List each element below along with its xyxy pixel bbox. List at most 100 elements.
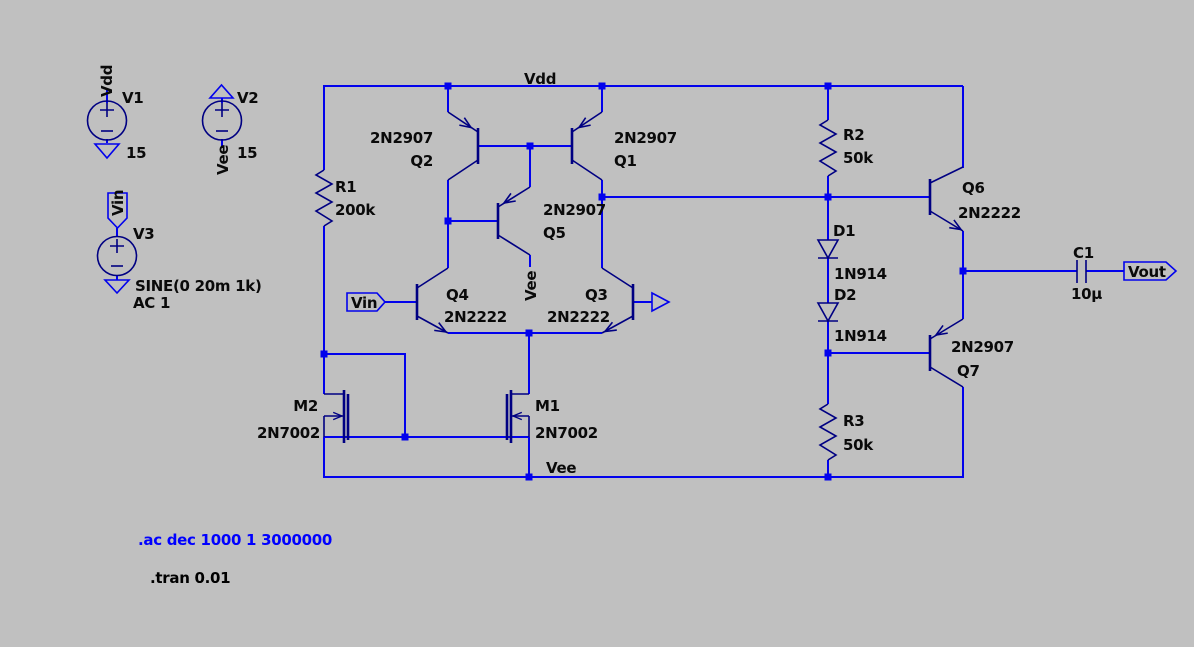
- v3-body: [96, 235, 138, 277]
- diode-d2[interactable]: D2 1N914: [816, 286, 887, 345]
- transistor-q4[interactable]: Q4 2N2222: [415, 267, 507, 337]
- d1-value-label[interactable]: 1N914: [834, 265, 887, 283]
- r2-value-label[interactable]: 50k: [843, 149, 875, 167]
- r2-ref-label[interactable]: R2: [843, 126, 865, 144]
- transistor-q2[interactable]: 2N2907 Q2: [370, 111, 480, 181]
- q1-ref-label[interactable]: Q1: [614, 152, 637, 170]
- v1-body: [86, 100, 128, 141]
- q1-value-label[interactable]: 2N2907: [614, 129, 677, 147]
- q4-collector-emitter: [416, 267, 449, 334]
- q2-ref-label[interactable]: Q2: [410, 152, 433, 170]
- c1-ref-label[interactable]: C1: [1073, 244, 1094, 262]
- v2-value-label[interactable]: 15: [237, 144, 258, 162]
- q6-value-label[interactable]: 2N2222: [958, 204, 1021, 222]
- q5-collector-net-label[interactable]: Vee: [522, 271, 540, 301]
- q3-ref-label[interactable]: Q3: [585, 286, 608, 304]
- q7-value-label[interactable]: 2N2907: [951, 338, 1014, 356]
- transistor-q6[interactable]: Q6 2N2222: [928, 166, 1021, 235]
- transistor-q7[interactable]: 2N2907 Q7: [928, 318, 1014, 388]
- resistor-r1[interactable]: R1 200k: [314, 169, 377, 227]
- q7-ref-label[interactable]: Q7: [957, 362, 980, 380]
- q1-collector-emitter: [571, 111, 603, 181]
- junction-dot: [824, 349, 832, 357]
- voltage-source-v1[interactable]: Vdd V1 15: [86, 65, 147, 162]
- v1-plus-icon: [100, 103, 114, 117]
- junction-dot: [444, 82, 452, 90]
- d1-ref-label[interactable]: D1: [833, 222, 856, 240]
- d2-triangle: [816, 302, 840, 323]
- v3-vin-net-flag[interactable]: [107, 192, 128, 230]
- q2-collector-emitter: [447, 111, 479, 181]
- junction-dot: [320, 350, 328, 358]
- vee-rail-label[interactable]: Vee: [546, 459, 577, 477]
- voltage-source-v2[interactable]: Vee V2 15: [201, 83, 259, 175]
- v3-ground-icon: [103, 279, 131, 295]
- r3-zigzag: [818, 403, 838, 461]
- q6-ref-label[interactable]: Q6: [962, 179, 985, 197]
- junction-dot: [959, 267, 967, 275]
- v2-plus-icon: [215, 103, 229, 117]
- d1-triangle: [816, 239, 840, 260]
- voltage-source-v3[interactable]: Vin V3 SINE(0 20m 1k) AC 1: [96, 190, 262, 312]
- transistor-q3[interactable]: Q3 2N2222: [547, 267, 671, 337]
- resistor-r3[interactable]: R3 50k: [818, 403, 875, 461]
- v3-ref-label[interactable]: V3: [133, 225, 155, 243]
- q3-base-ground-icon: [651, 291, 671, 313]
- q3-value-label[interactable]: 2N2222: [547, 308, 610, 326]
- vout-flag-label[interactable]: Vout: [1128, 263, 1166, 281]
- spice-directive-ac[interactable]: .ac dec 1000 1 3000000: [138, 531, 332, 549]
- v3-flag-label[interactable]: Vin: [109, 190, 127, 216]
- junction-dot: [401, 433, 409, 441]
- d2-ref-label[interactable]: D2: [834, 286, 857, 304]
- v3-ac-label[interactable]: AC 1: [133, 294, 170, 312]
- diode-d1[interactable]: D1 1N914: [816, 222, 887, 283]
- v2-body: [201, 100, 243, 141]
- vin-flag-label[interactable]: Vin: [351, 294, 378, 312]
- junction-dot: [824, 193, 832, 201]
- r1-ref-label[interactable]: R1: [335, 178, 357, 196]
- mosfet-m2[interactable]: M2 2N7002: [257, 390, 350, 443]
- m2-value-label[interactable]: 2N7002: [257, 424, 320, 442]
- resistor-r2[interactable]: R2 50k: [818, 119, 875, 177]
- capacitor-c1[interactable]: C1 10µ: [1071, 244, 1103, 303]
- vin-net-flag[interactable]: Vin: [346, 292, 387, 312]
- q4-value-label[interactable]: 2N2222: [444, 308, 507, 326]
- spice-directive-tran[interactable]: .tran 0.01: [150, 569, 231, 587]
- v1-value-label[interactable]: 15: [126, 144, 147, 162]
- v2-net-label[interactable]: Vee: [214, 145, 232, 175]
- r2-zigzag: [818, 119, 838, 177]
- r3-ref-label[interactable]: R3: [843, 412, 865, 430]
- vdd-rail-label[interactable]: Vdd: [524, 70, 556, 88]
- q3-collector-emitter: [601, 267, 634, 334]
- m2-ref-label[interactable]: M2: [293, 397, 318, 415]
- vout-net-flag[interactable]: Vout: [1123, 261, 1178, 281]
- c1-value-label[interactable]: 10µ: [1071, 285, 1103, 303]
- junction-dot: [525, 473, 533, 481]
- q5-ref-label[interactable]: Q5: [543, 224, 566, 242]
- vin-flag-outline: [346, 292, 387, 312]
- wire-segments[interactable]: [106, 85, 1124, 478]
- r3-value-label[interactable]: 50k: [843, 436, 875, 454]
- q2-value-label[interactable]: 2N2907: [370, 129, 433, 147]
- r1-zigzag: [314, 169, 334, 227]
- v1-ref-label[interactable]: V1: [122, 89, 144, 107]
- q6-collector-emitter: [929, 166, 964, 232]
- junction-dots: [320, 82, 967, 481]
- v2-ground-icon: [208, 83, 235, 99]
- c1-plates: [1076, 260, 1087, 283]
- v1-net-label[interactable]: Vdd: [98, 65, 116, 97]
- r1-value-label[interactable]: 200k: [335, 201, 377, 219]
- v2-ref-label[interactable]: V2: [237, 89, 259, 107]
- d2-value-label[interactable]: 1N914: [834, 327, 887, 345]
- mosfet-m1[interactable]: M1 2N7002: [505, 390, 598, 443]
- v3-value-label[interactable]: SINE(0 20m 1k): [135, 277, 262, 295]
- junction-dot: [598, 193, 606, 201]
- q4-ref-label[interactable]: Q4: [446, 286, 469, 304]
- q5-value-label[interactable]: 2N2907: [543, 201, 606, 219]
- transistor-q1[interactable]: 2N2907 Q1: [570, 111, 677, 181]
- junction-dot: [824, 473, 832, 481]
- m1-value-label[interactable]: 2N7002: [535, 424, 598, 442]
- m1-ref-label[interactable]: M1: [535, 397, 560, 415]
- transistor-q5[interactable]: 2N2907 Q5 Vee: [496, 186, 606, 301]
